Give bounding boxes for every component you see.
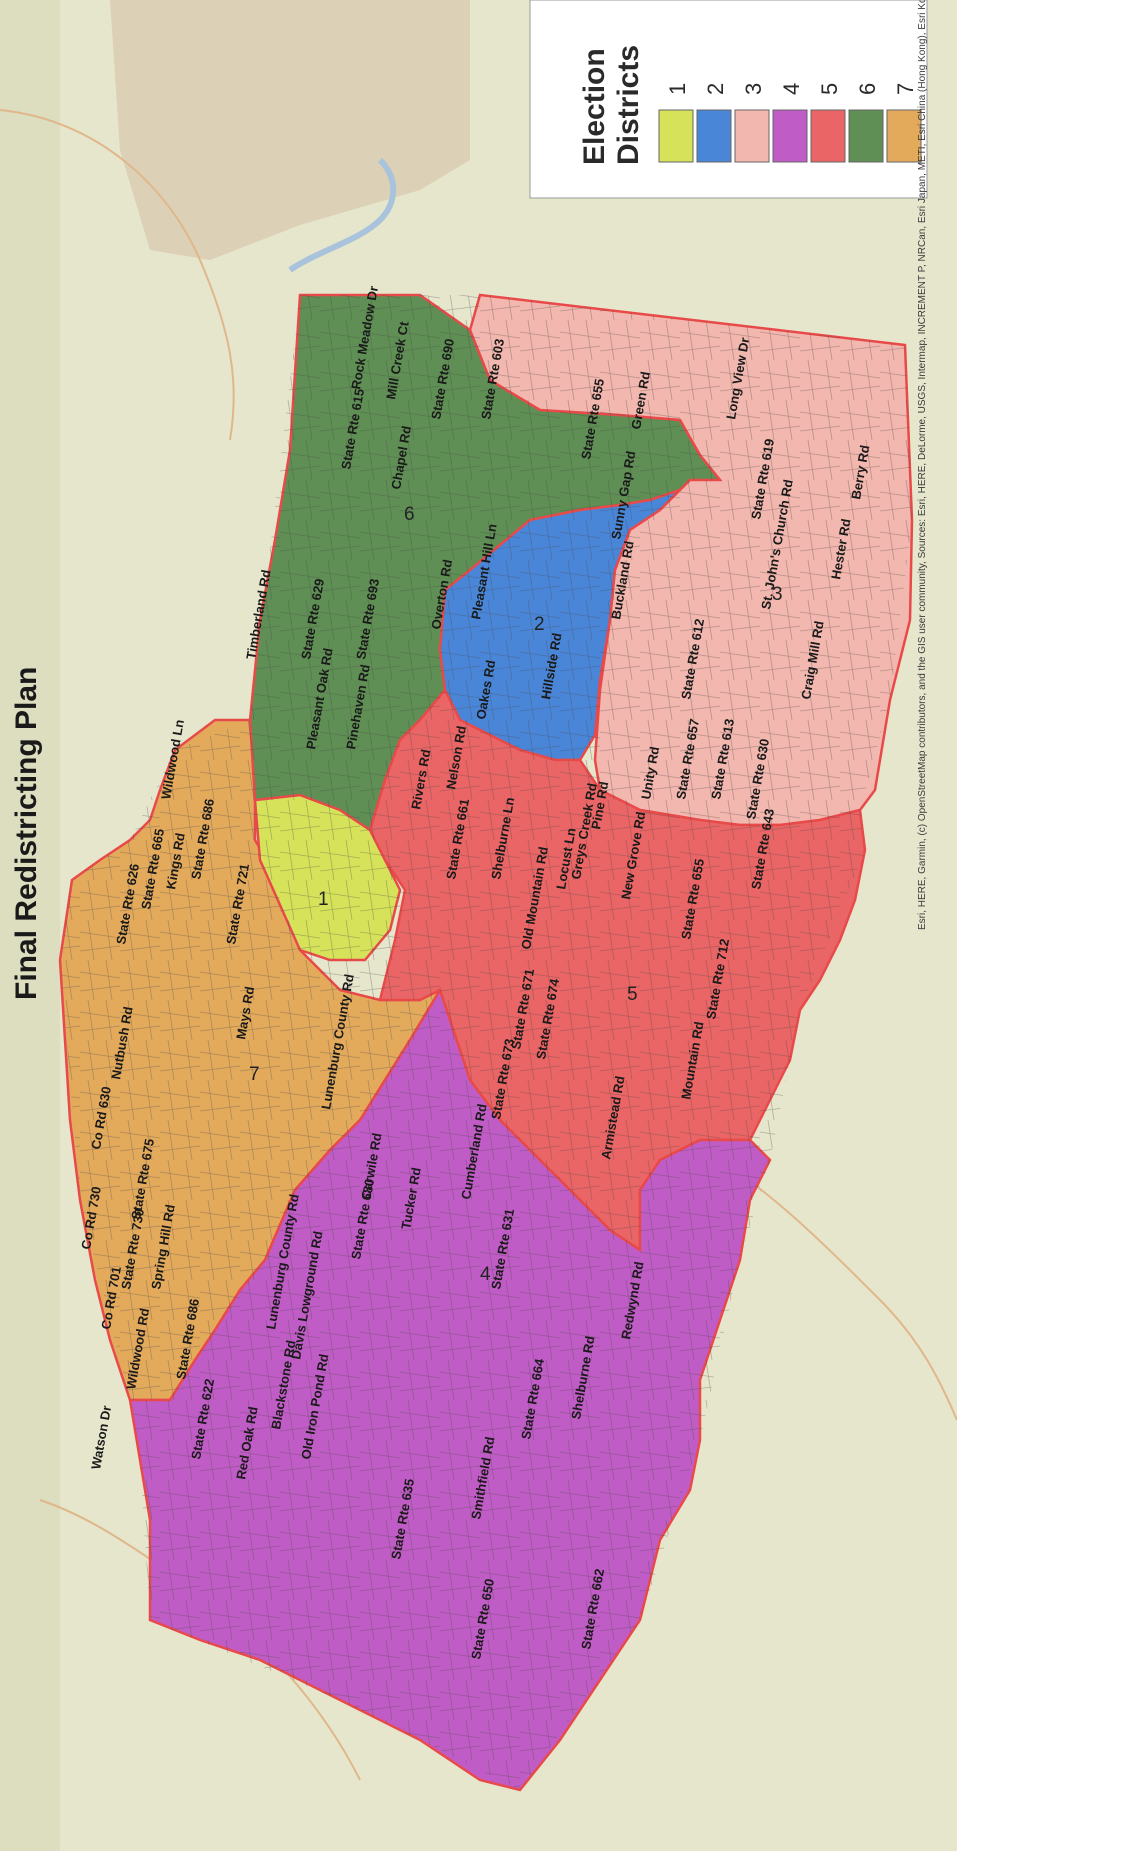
legend-label: 6 [855, 83, 880, 95]
map-canvas[interactable]: State Rte 626 State Rte 665 Nutbush Rd K… [0, 0, 957, 1851]
district-number-label: 5 [627, 984, 638, 1005]
legend-item-1: 1 [658, 83, 694, 163]
legend-item-6: 6 [848, 83, 884, 163]
legend-item-7: 7 [886, 83, 922, 163]
legend-swatch [734, 109, 770, 163]
basemap-highway-1 [0, 109, 235, 441]
district-number-label: 1 [318, 889, 329, 910]
legend-item-2: 2 [696, 83, 732, 163]
district-number-layer: 1 2 3 4 5 6 7 [249, 504, 783, 1285]
legend-label: 3 [741, 83, 766, 95]
legend-swatch [848, 109, 884, 163]
legend-swatch [696, 109, 732, 163]
legend-label: 7 [893, 83, 918, 95]
page-title: Final Redistricting Plan [10, 667, 43, 1000]
legend-swatch [772, 109, 808, 163]
legend-item-5: 5 [810, 83, 846, 163]
legend-box [529, 0, 928, 199]
district-number-label: 4 [480, 1264, 491, 1285]
legend-item-4: 4 [772, 83, 808, 163]
road-network-overlay [60, 295, 912, 1790]
district-number-label: 3 [772, 584, 783, 605]
legend-label: 5 [817, 83, 842, 95]
legend-label: 4 [779, 83, 804, 95]
legend-label: 2 [703, 83, 728, 95]
basemap-shaded-area [110, 0, 470, 260]
legend-swatch [658, 109, 694, 163]
legend-swatch [810, 109, 846, 163]
legend-swatch [886, 109, 922, 163]
legend: Election Districts 1 2 3 4 5 6 7 [529, 0, 928, 199]
district-number-label: 7 [249, 1064, 260, 1085]
legend-title-line1: Election [578, 48, 611, 165]
legend-label: 1 [665, 83, 690, 95]
legend-item-3: 3 [734, 83, 770, 163]
map-attribution: Esri, HERE, Garmin, (c) OpenStreetMap co… [917, 0, 928, 930]
legend-title-line2: Districts [612, 45, 645, 165]
basemap-left-strip [0, 0, 60, 1851]
basemap-river [288, 157, 397, 273]
district-number-label: 2 [534, 614, 545, 635]
district-number-label: 6 [404, 504, 415, 525]
